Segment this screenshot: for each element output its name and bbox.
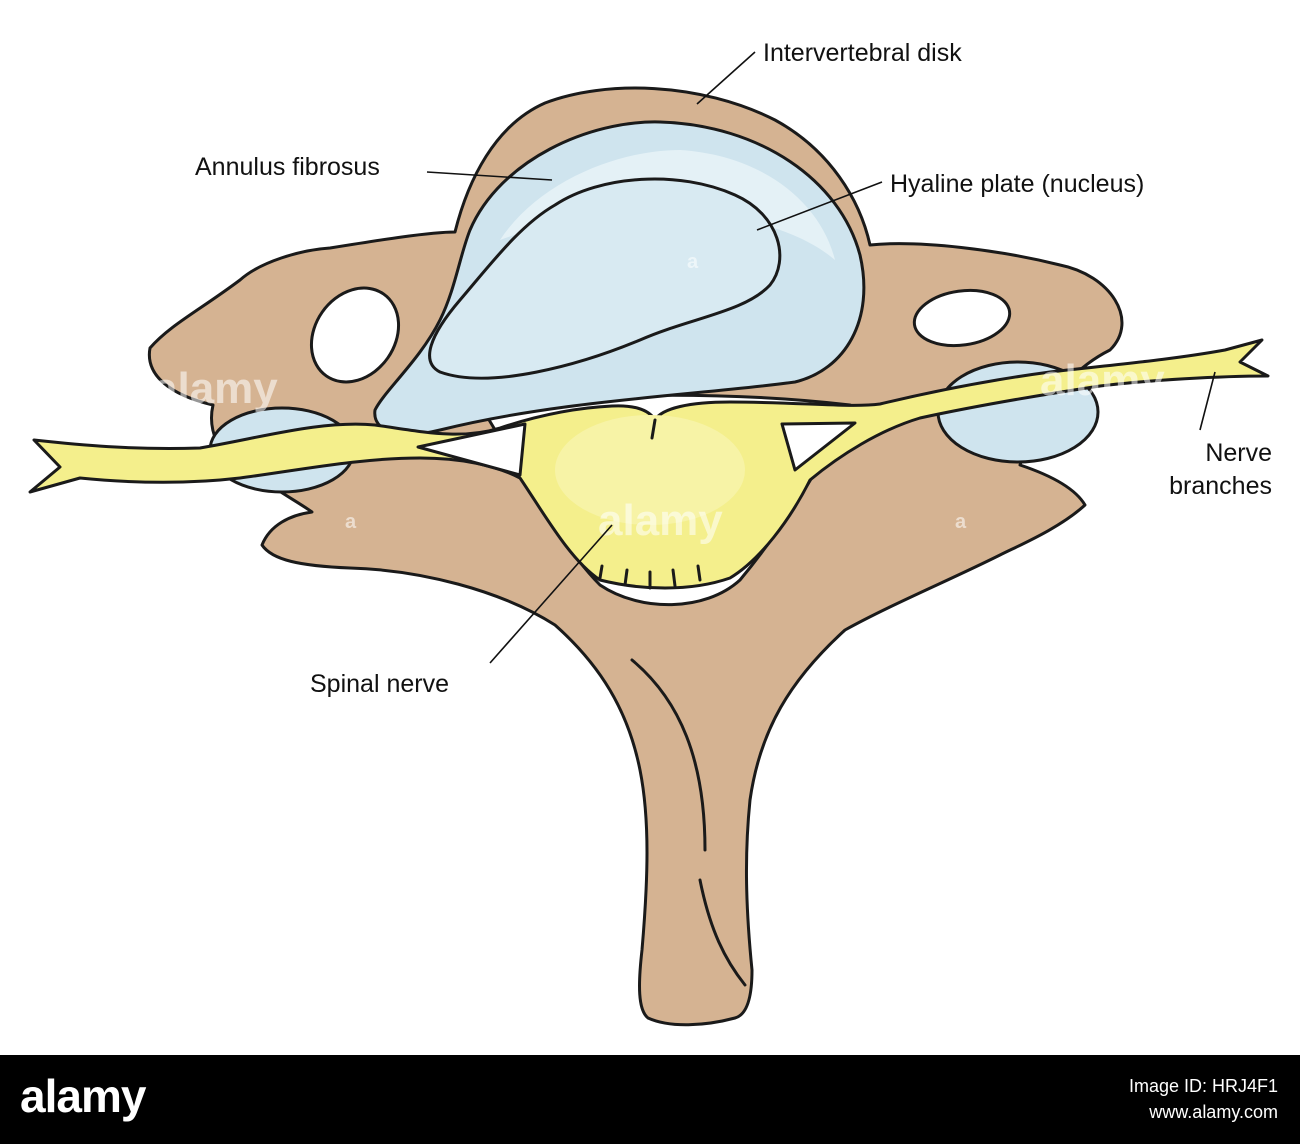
spinous-tip-line [698,878,747,987]
stock-footer-bar: alamy Image ID: HRJ4F1 www.alamy.com [0,1055,1300,1144]
spinal-cord-core [555,415,745,525]
watermark-right: alamy [1040,356,1165,405]
hyaline-plate [428,177,782,380]
left-foramen [309,286,401,384]
footer-info: Image ID: HRJ4F1 www.alamy.com [1129,1073,1278,1125]
leader-annulus-fibrosus [426,171,553,181]
label-intervertebral-disk: Intervertebral disk [763,39,962,67]
leader-hyaline-plate [756,181,883,231]
footer-logo: alamy [20,1070,146,1122]
label-hyaline-plate: Hyaline plate (nucleus) [890,170,1144,198]
label-branches: branches [1169,472,1272,500]
footer-url: www.alamy.com [1149,1102,1278,1122]
cord-fissure-top [650,418,657,440]
right-root-gap [780,421,857,472]
spinous-midline [630,658,707,852]
label-nerve: Nerve [1205,439,1272,467]
watermark-left: alamy [153,364,278,413]
watermark-small-3: a [687,251,699,273]
left-root-gap [416,422,527,477]
right-foramen [912,288,1012,348]
image-id-text: Image ID: HRJ4F1 [1128,1076,1278,1096]
leader-intervertebral-disk [696,51,756,105]
watermark-center: alamy [598,496,723,545]
leader-nerve-branches [1199,371,1216,431]
watermark-small-2: a [955,511,967,533]
cord-fissure-bottom [598,564,702,590]
watermark-small-1: a [345,511,357,533]
label-annulus-fibrosus: Annulus fibrosus [195,153,380,181]
leader-spinal-nerve [489,524,613,664]
label-spinal-nerve: Spinal nerve [310,670,449,698]
vertebra-diagram: alamy alamy alamy a a a Intervertebral d… [28,39,1272,1027]
